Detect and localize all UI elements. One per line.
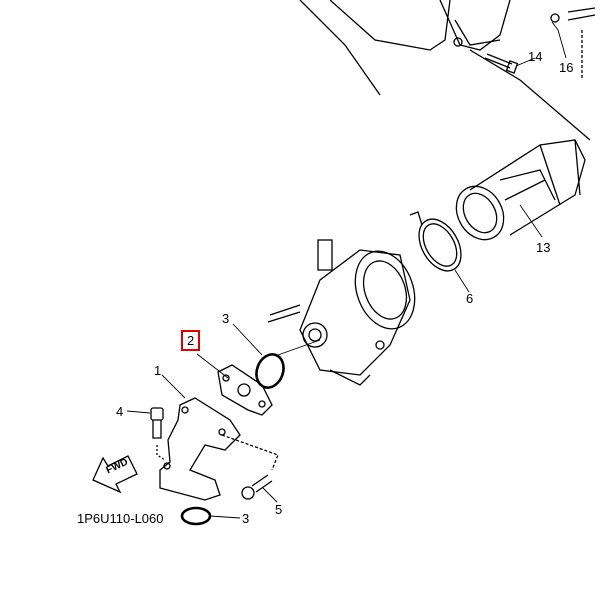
callout-5[interactable]: 5 bbox=[275, 502, 283, 517]
carburetor bbox=[267, 239, 416, 386]
bolt-4 bbox=[150, 407, 166, 461]
leader-lines bbox=[126, 21, 567, 519]
callout-1[interactable]: 1 bbox=[154, 363, 162, 378]
intake-joint-13 bbox=[455, 139, 586, 241]
callout-16[interactable]: 16 bbox=[559, 60, 574, 75]
bolt-5 bbox=[221, 434, 279, 500]
callout-14[interactable]: 14 bbox=[528, 49, 543, 64]
intake-manifold-1 bbox=[159, 397, 241, 501]
clamp-6 bbox=[409, 211, 462, 272]
callout-3-top[interactable]: 3 bbox=[222, 311, 230, 326]
fwd-arrow bbox=[92, 455, 138, 494]
callout-6[interactable]: 6 bbox=[466, 291, 474, 306]
o-ring-3-top bbox=[255, 353, 285, 389]
insulator-2 bbox=[217, 364, 273, 416]
top-bracket bbox=[299, 0, 596, 141]
bolt-14 bbox=[484, 53, 519, 74]
diagram-code: 1P6U110-L060 bbox=[77, 511, 164, 526]
callout-3-bottom[interactable]: 3 bbox=[242, 511, 250, 526]
callout-4[interactable]: 4 bbox=[116, 404, 124, 419]
o-ring-3-bottom bbox=[180, 506, 212, 526]
callout-13[interactable]: 13 bbox=[536, 240, 551, 255]
callout-2-highlighted[interactable]: 2 bbox=[181, 330, 201, 351]
